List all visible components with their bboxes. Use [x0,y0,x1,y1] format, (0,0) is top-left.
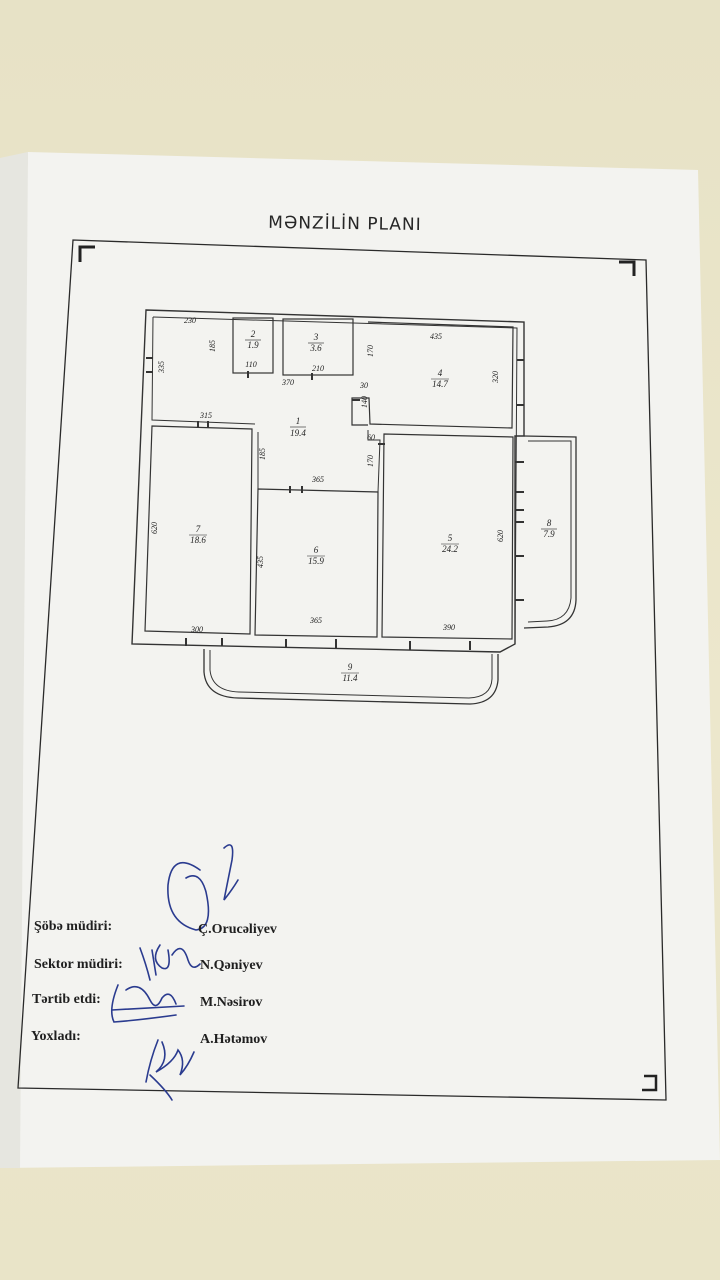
dim-185-mid: 185 [258,448,267,460]
dim-170-mid: 170 [366,455,375,467]
dim-110: 110 [245,360,256,369]
room-3-area: 3.6 [309,343,322,353]
dim-365-bottom: 365 [309,616,322,625]
room-4-outline [351,321,514,429]
signature-role: Sektor müdiri: [34,957,123,972]
room-6-area: 15.9 [308,556,324,566]
dim-320: 320 [491,371,500,384]
room-3-number: 3 [313,332,319,342]
signature-2 [139,944,201,981]
dim-30: 30 [359,381,368,390]
dim-335: 335 [157,361,166,374]
signature-3 [110,984,185,1023]
corner-mark-top-right [619,260,636,276]
room-7-number: 7 [196,524,201,534]
signature-name: N.Qəniyev [200,958,263,973]
room-7-outline [144,425,253,635]
room-8-number: 8 [547,518,552,528]
dim-365-top: 365 [311,475,324,484]
signature-name: M.Nəsirov [200,995,263,1010]
room-5-outline [381,433,514,640]
room-2-area: 1.9 [247,340,259,350]
page-frame [17,239,667,1101]
room-2-outline [232,317,274,374]
dim-230: 230 [184,316,196,325]
room-4-number: 4 [438,368,443,378]
dim-620-left: 620 [150,522,159,534]
room-8-area: 7.9 [543,529,555,539]
balcony-9-outline [203,649,499,705]
dim-210: 210 [312,364,324,373]
balcony-8-outline [523,435,577,629]
signature-name: Ç.Orucəliyev [198,922,277,937]
handwritten-signatures [110,844,239,1101]
dim-300: 300 [190,625,203,634]
paper-fold [0,152,28,1168]
dim-435-mid: 435 [256,556,265,568]
paper-surface [0,152,720,1168]
signature-role: Yoxladı: [31,1029,81,1044]
dim-170-top: 170 [366,345,375,357]
signature-4 [145,1039,195,1101]
dim-435-top: 435 [430,332,442,341]
room-6-outline [254,488,379,638]
room-2-number: 2 [251,329,256,339]
dim-140: 140 [360,396,369,408]
dim-390: 390 [442,623,455,632]
dim-60: 60 [367,433,375,442]
room-1-number: 1 [296,416,301,426]
dim-315: 315 [199,411,212,420]
room-4-area: 14.7 [432,379,448,389]
room-9-number: 9 [348,662,353,672]
room-7-area: 18.6 [190,535,206,545]
dim-620-right: 620 [496,530,505,542]
room-5-number: 5 [448,533,453,543]
room-3-outline [282,318,354,376]
room-9-area: 11.4 [342,673,358,683]
dim-185-top: 185 [208,340,217,352]
room-5-area: 24.2 [442,544,458,554]
room-1-area: 19.4 [290,428,306,438]
dim-370: 370 [281,378,294,387]
corner-mark-bottom-right [642,1074,658,1092]
corner-mark-top-left [78,245,95,262]
signature-role: Tərtib etdi: [32,992,101,1007]
signature-1 [167,844,239,931]
signature-role: Şöbə müdiri: [34,919,113,934]
signature-name: A.Hətəmov [200,1032,268,1047]
floor-plan [131,309,577,705]
room-6-number: 6 [314,545,319,555]
